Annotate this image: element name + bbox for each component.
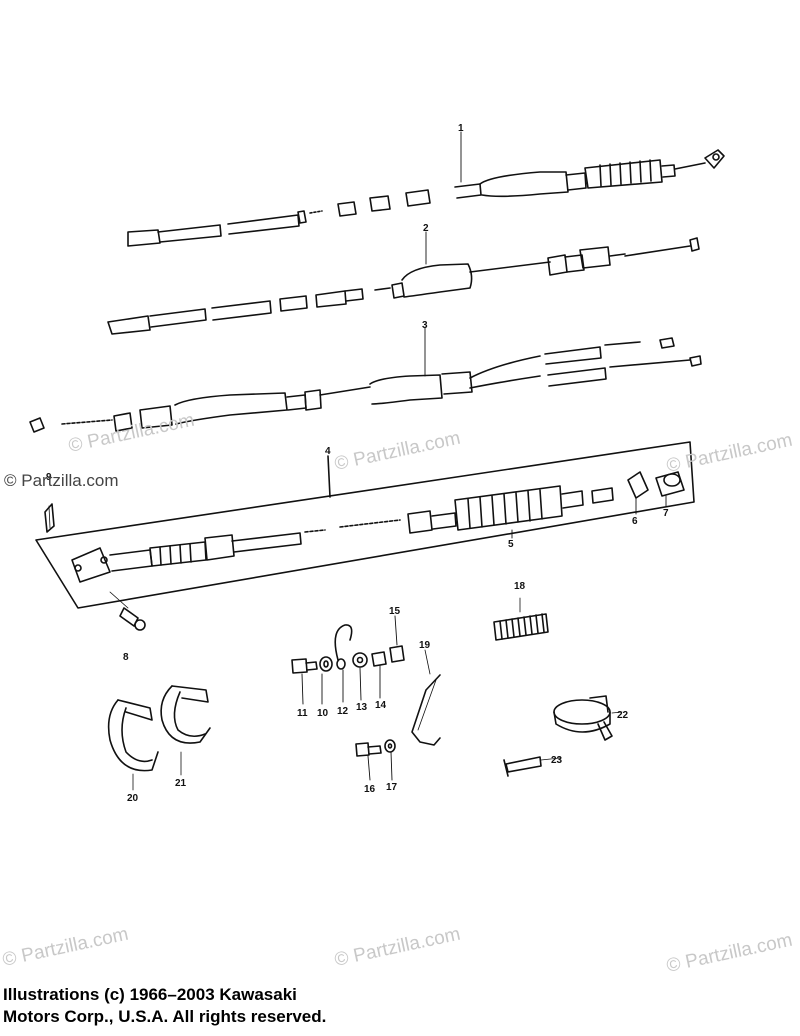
callout-2: 2 <box>423 223 429 234</box>
callout-21: 21 <box>175 778 187 789</box>
cable-2 <box>107 237 700 335</box>
copyright-notice: Illustrations (c) 1966–2003 Kawasaki Mot… <box>3 984 563 1028</box>
watermark-top-left: © Partzilla.com <box>4 471 119 490</box>
callout-1: 1 <box>458 123 464 134</box>
callout-22: 22 <box>617 710 629 721</box>
callout-14: 14 <box>375 700 387 711</box>
part-20-band <box>107 699 159 791</box>
callout-15: 15 <box>389 606 401 617</box>
watermark-lower-left: © Partzilla.com <box>1 924 131 971</box>
callout-7: 7 <box>663 508 669 519</box>
callout-12: 12 <box>337 706 349 717</box>
callout-11: 11 <box>297 708 308 719</box>
watermark-upper-left: © Partzilla.com <box>67 410 197 457</box>
callout-leaders <box>301 131 667 781</box>
callout-4: 4 <box>325 446 331 457</box>
part-8 <box>109 591 146 631</box>
part-19-rod <box>411 649 441 746</box>
copyright-line-2: Motors Corp., U.S.A. All rights reserved… <box>3 1007 327 1026</box>
callout-18: 18 <box>514 581 526 592</box>
part-18-spring <box>493 597 549 641</box>
cable-1 <box>127 149 725 247</box>
callout-5: 5 <box>508 539 514 550</box>
callout-19: 19 <box>419 640 431 651</box>
callout-9: 9 <box>46 472 52 483</box>
callout-8: 8 <box>123 652 129 663</box>
callout-6: 6 <box>632 516 638 527</box>
callout-13: 13 <box>356 702 368 713</box>
callout-20: 20 <box>127 793 139 804</box>
part-9 <box>44 503 55 533</box>
part-22-clamp <box>553 695 623 741</box>
watermarks: © Partzilla.com © Partzilla.com © Partzi… <box>1 410 795 977</box>
watermark-lower-center: © Partzilla.com <box>333 924 463 971</box>
callout-23: 23 <box>551 755 563 766</box>
cable-assembly-4 <box>35 441 695 609</box>
callout-17: 17 <box>386 782 398 793</box>
watermark-upper-right: © Partzilla.com <box>665 430 795 477</box>
watermark-lower-right: © Partzilla.com <box>665 930 795 977</box>
part-21-band <box>160 685 211 776</box>
callout-10: 10 <box>317 708 329 719</box>
cable-3 <box>29 337 702 433</box>
part-23-screw <box>503 756 561 777</box>
small-hardware <box>291 624 405 757</box>
watermark-upper-center: © Partzilla.com <box>333 428 463 475</box>
callout-16: 16 <box>364 784 376 795</box>
callout-3: 3 <box>422 320 428 331</box>
copyright-line-1: Illustrations (c) 1966–2003 Kawasaki <box>3 985 297 1004</box>
